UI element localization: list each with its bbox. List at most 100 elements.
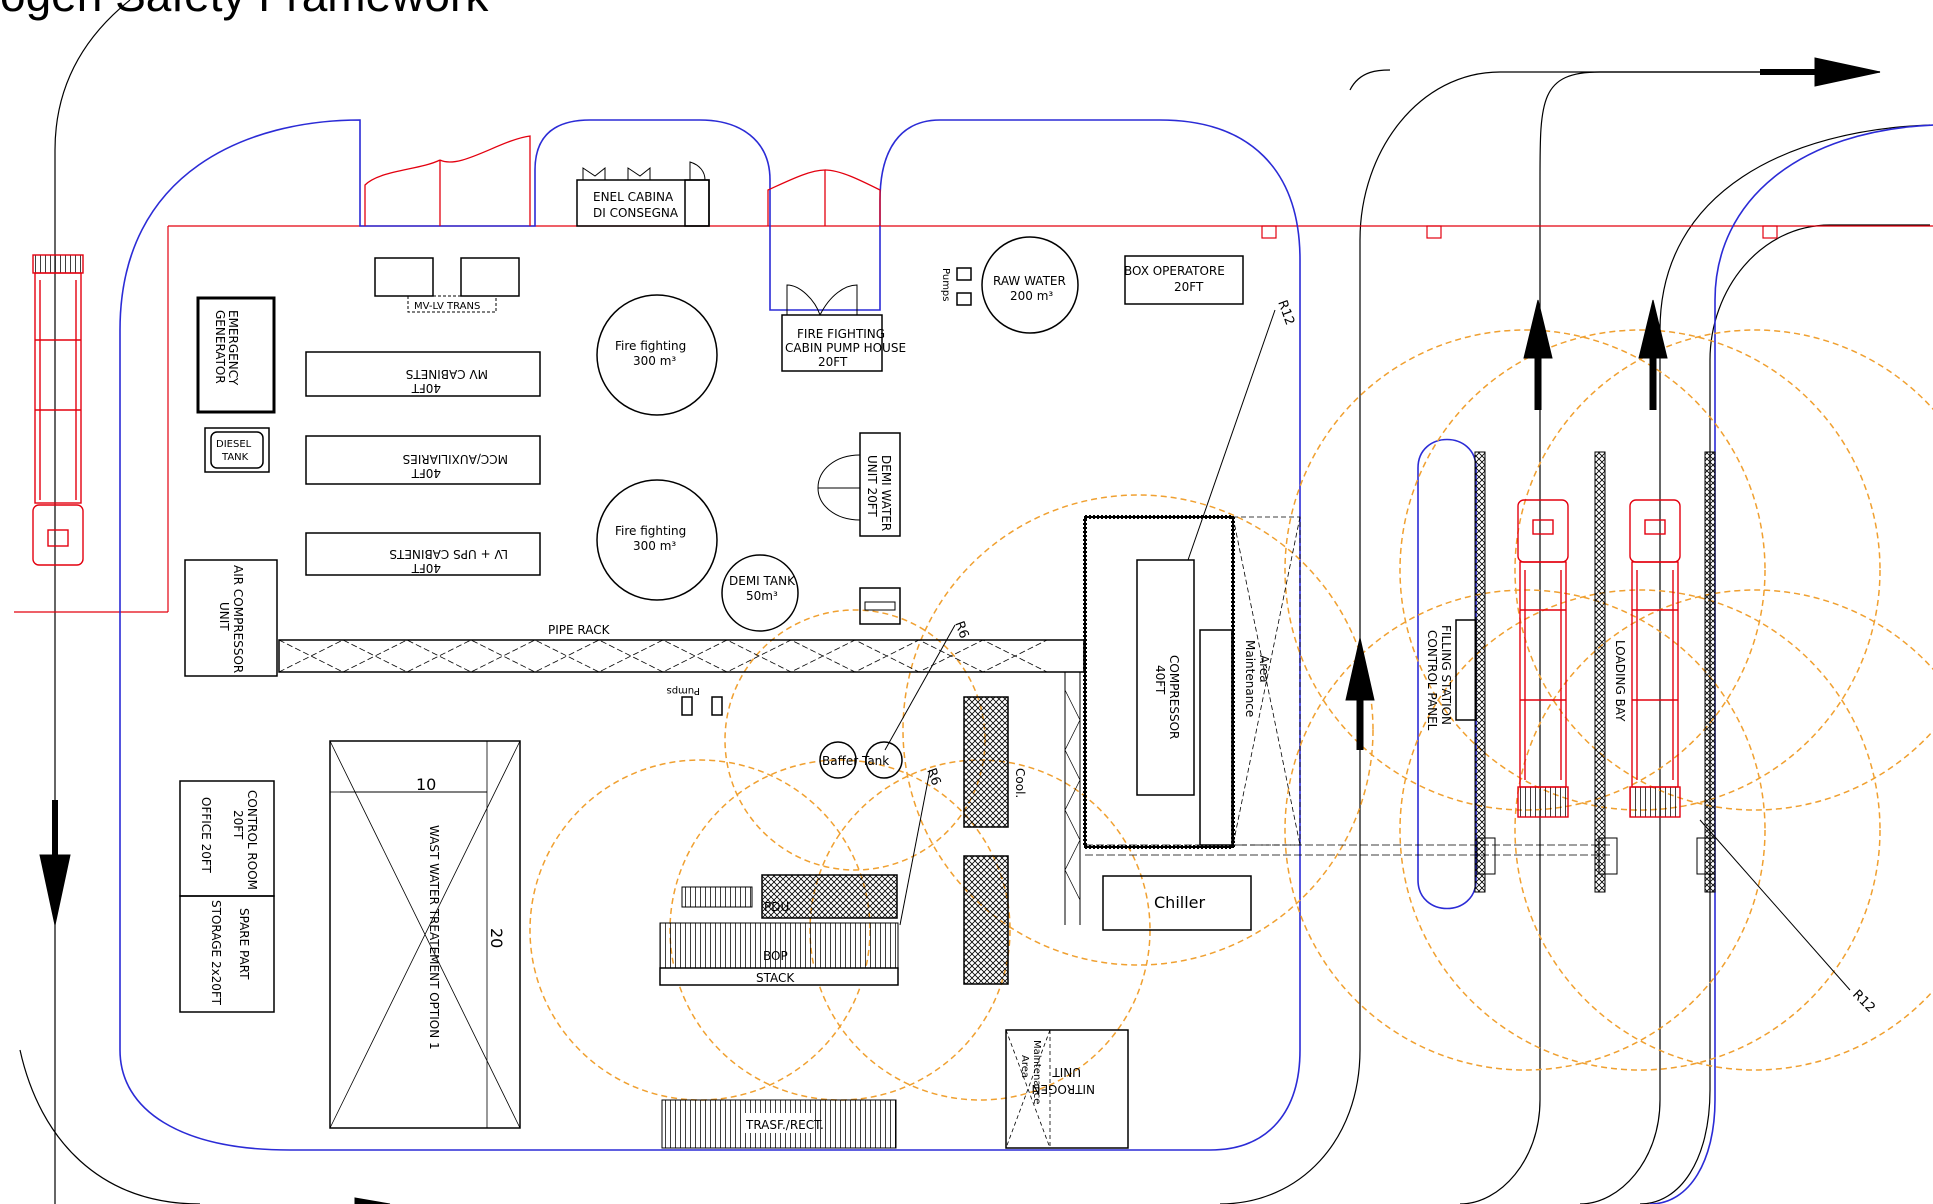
label-pdu: PDU [764, 900, 789, 914]
loading-bay-barriers [1474, 451, 1716, 893]
pumps-top-2 [956, 292, 972, 306]
label-chiller: Chiller [1154, 893, 1205, 912]
air-compressor-unit [184, 559, 278, 677]
drawing-label: CONTROL PANEL [1425, 630, 1439, 731]
mv-cabinets [305, 351, 541, 397]
pumps-mid-2 [711, 696, 723, 716]
label-mcc: MCC/AUXILIARIES [403, 452, 508, 466]
truck-loading-2 [1629, 499, 1681, 818]
label-compressor-1: COMPRESSOR [1167, 655, 1181, 739]
pipe-rack [278, 639, 1085, 673]
label-fire-1: Fire fighting [615, 339, 686, 353]
label-nitrogen-1: NITROGEN [1032, 1082, 1096, 1096]
waste-water-treatment [329, 740, 521, 1129]
demi-tank [721, 554, 799, 632]
box-operatore [1124, 255, 1244, 305]
label-enel-1: ENEL CABINA [593, 190, 674, 204]
chiller [1102, 875, 1252, 931]
compressor-40ft [1136, 559, 1195, 796]
nitrogen-unit [1005, 1029, 1129, 1149]
label-maint2-1: Maintenance [1031, 1040, 1042, 1104]
label-diesel-1: DIESEL [216, 439, 252, 450]
label-pipe-rack: PIPE RACK [548, 623, 611, 637]
label-maint-area-1: Maintenance [1243, 640, 1257, 717]
drawing-label: 300 m³ [633, 539, 676, 553]
label-buffer-tank: Baffer Tank [822, 754, 889, 768]
label-cool: Cool. [1013, 768, 1027, 798]
radius-leaders [884, 309, 1851, 991]
label-mv-lv: MV-LV TRANS [414, 301, 480, 312]
truck-loading-1 [1517, 499, 1569, 818]
emergency-generator [196, 296, 276, 414]
fire-pump-house [781, 314, 883, 372]
drawing-label: 40FT [411, 381, 441, 395]
access-roads [19, 0, 1931, 1204]
label-r12-top: R12 [1274, 298, 1297, 327]
label-dim-10: 10 [416, 775, 436, 794]
site-fence [14, 225, 1933, 613]
demi-water-unit [859, 432, 901, 537]
label-fire-2: Fire fighting [615, 524, 686, 538]
label-lv-ups: LV + UPS CABINETS [389, 547, 508, 561]
label-emergency-2: GENERATOR [213, 310, 227, 384]
label-air-comp-1: AIR COMPRESSOR [231, 565, 245, 673]
label-spare-1: SPARE PART [237, 908, 251, 980]
drawing-label: 40FT [411, 466, 441, 480]
drawing-label: 50m³ [746, 589, 778, 603]
lv-ups-cabinets [305, 532, 541, 576]
diesel-tank [204, 427, 270, 473]
gates [364, 135, 881, 226]
drawing-label: UNIT 20FT [865, 455, 879, 517]
label-stack: STACK [756, 971, 795, 985]
labels: ENEL CABINA DI CONSEGNA MV-LV TRANS EMER… [199, 190, 1878, 1132]
drawing-label: Area [1019, 1055, 1030, 1078]
label-bop: BOP [763, 949, 788, 963]
label-demi-tank-1: DEMI TANK [729, 574, 796, 588]
internal-road [119, 119, 1301, 1151]
drawing-label: STORAGE 2x20FT [209, 900, 223, 1006]
label-filling-1: FILLING STATION [1439, 625, 1453, 725]
label-wwt: WAST WATER TREATEMENT OPTION 1 [427, 825, 441, 1050]
label-office: OFFICE 20FT [199, 797, 213, 874]
drawing-label: 300 m³ [633, 354, 676, 368]
drawing-label: UNIT [1052, 1065, 1081, 1079]
drawing-label: 40FT [1153, 665, 1167, 695]
mcc-auxiliaries [305, 435, 541, 485]
label-enel-2: DI CONSEGNA [593, 206, 679, 220]
pumps-top-1 [956, 267, 972, 281]
label-raw-water-1: RAW WATER [993, 274, 1066, 288]
label-loading-bay: LOADING BAY [1613, 640, 1627, 722]
fire-fighting-tank-1 [596, 294, 718, 416]
label-box-op-1: BOX OPERATORE [1124, 264, 1225, 278]
label-pumps-mid: Pumps [667, 685, 701, 696]
pumps-mid-1 [681, 696, 693, 716]
raw-water-tank [981, 236, 1079, 334]
drawing-label: CABIN PUMP HOUSE [785, 341, 906, 355]
drawing-label: 200 m³ [1010, 289, 1053, 303]
label-control-room-1: CONTROL ROOM [245, 790, 259, 890]
label-r12-bottom: R12 [1849, 987, 1878, 1016]
label-trasf: TRASF./RECT. [745, 1118, 824, 1132]
drawing-label: 20FT [1174, 280, 1204, 294]
label-fire-pump-1: FIRE FIGHTING [797, 327, 885, 341]
drawing-label: Area [1257, 655, 1271, 683]
label-dim-20: 20 [487, 928, 506, 948]
label-emergency-1: EMERGENCY [226, 310, 240, 386]
label-mv-cabinets: MV CABINETS [406, 367, 488, 381]
buffer-tank-2 [865, 741, 903, 779]
truck-left [32, 254, 84, 566]
label-r6-top: R6 [951, 619, 971, 640]
drawing-label: UNIT [217, 602, 231, 631]
direction-arrows [39, 57, 1881, 1204]
page-title: ogen Safety Framework [0, 0, 488, 18]
spare-part-storage [179, 895, 275, 1013]
filling-control-panel [1455, 619, 1477, 721]
drawing-label: 40FT [411, 561, 441, 575]
drawing-label: 20FT [818, 355, 848, 369]
label-pumps-top: Pumps [940, 268, 951, 302]
mv-lv-transformer-2 [460, 257, 520, 297]
label-demi-water-1: DEMI WATER [879, 455, 893, 531]
label-r6-bottom: R6 [923, 766, 943, 787]
drawing-label: 20FT [231, 810, 245, 840]
